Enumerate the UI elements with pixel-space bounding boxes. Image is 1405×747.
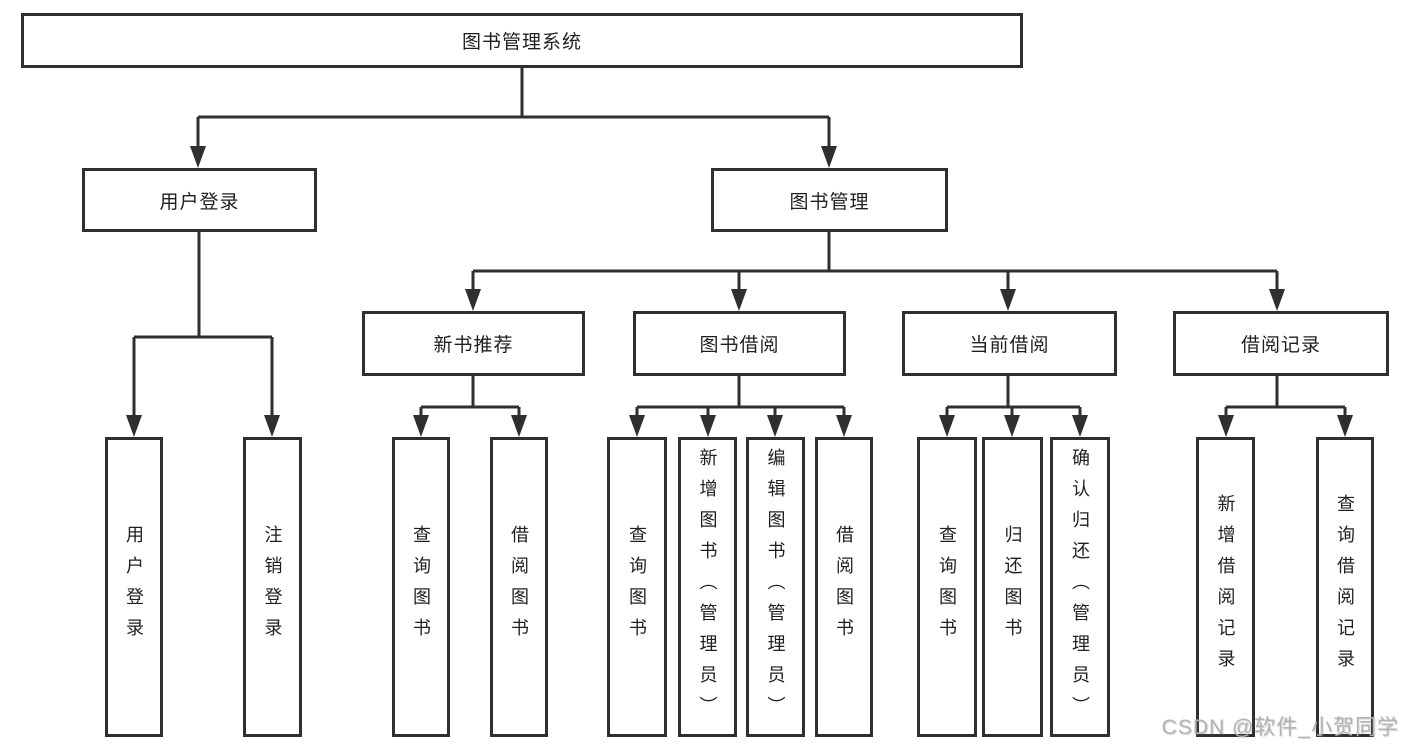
node-new-book-recommend: 新书推荐	[362, 311, 585, 376]
leaf-recommend-borrow-books-label: 借阅图书	[509, 525, 529, 649]
leaf-user-login-label: 用户登录	[124, 525, 144, 649]
csdn-watermark: CSDN @软件_小贺同学	[1161, 716, 1399, 739]
root-node-library-management-system: 图书管理系统	[21, 13, 1023, 68]
node-borrowing-records-label: 借阅记录	[1240, 335, 1321, 356]
leaf-query-borrow-record: 查询借阅记录	[1316, 437, 1374, 737]
node-book-borrowing: 图书借阅	[633, 311, 846, 376]
node-book-borrowing-label: 图书借阅	[699, 335, 780, 356]
node-borrowing-records: 借阅记录	[1173, 311, 1389, 376]
arrowheads	[126, 146, 1353, 437]
node-new-book-recommend-label: 新书推荐	[433, 335, 514, 356]
branch-user-login-label: 用户登录	[159, 191, 240, 213]
leaf-borrow-books: 借阅图书	[815, 437, 873, 737]
leaf-logout-label: 注销登录	[262, 525, 283, 649]
leaf-logout: 注销登录	[243, 437, 302, 737]
leaf-add-borrow-record: 新增借阅记录	[1196, 437, 1255, 737]
leaf-recommend-borrow-books: 借阅图书	[490, 437, 548, 737]
leaf-confirm-return-admin-label: 确认归还（管理员）	[1070, 447, 1090, 727]
leaf-return-books: 归还图书	[982, 437, 1043, 737]
leaf-query-borrow-record-label: 查询借阅记录	[1335, 494, 1355, 680]
root-node-label: 图书管理系统	[461, 32, 582, 53]
node-current-borrowing: 当前借阅	[902, 311, 1117, 376]
leaf-add-books-admin-label: 新增图书（管理员）	[697, 447, 718, 727]
branch-user-login: 用户登录	[82, 168, 317, 232]
leaf-current-query-books: 查询图书	[917, 437, 977, 737]
leaf-current-query-books-label: 查询图书	[937, 525, 957, 649]
leaf-add-borrow-record-label: 新增借阅记录	[1215, 494, 1236, 680]
leaf-add-books-admin: 新增图书（管理员）	[678, 437, 737, 737]
leaf-recommend-query-books: 查询图书	[392, 437, 450, 737]
leaf-borrow-books-label: 借阅图书	[834, 525, 854, 649]
leaf-recommend-query-books-label: 查询图书	[411, 525, 431, 649]
leaf-return-books-label: 归还图书	[1002, 525, 1023, 649]
leaf-confirm-return-admin: 确认归还（管理员）	[1050, 437, 1110, 737]
leaf-borrowing-query-books-label: 查询图书	[627, 525, 647, 649]
node-current-borrowing-label: 当前借阅	[969, 335, 1050, 356]
leaf-edit-books-admin-label: 编辑图书（管理员）	[765, 447, 786, 727]
leaf-user-login: 用户登录	[105, 437, 163, 737]
leaf-edit-books-admin: 编辑图书（管理员）	[746, 437, 805, 737]
branch-book-management: 图书管理	[711, 168, 948, 232]
leaf-borrowing-query-books: 查询图书	[607, 437, 667, 737]
branch-book-management-label: 图书管理	[789, 191, 870, 213]
